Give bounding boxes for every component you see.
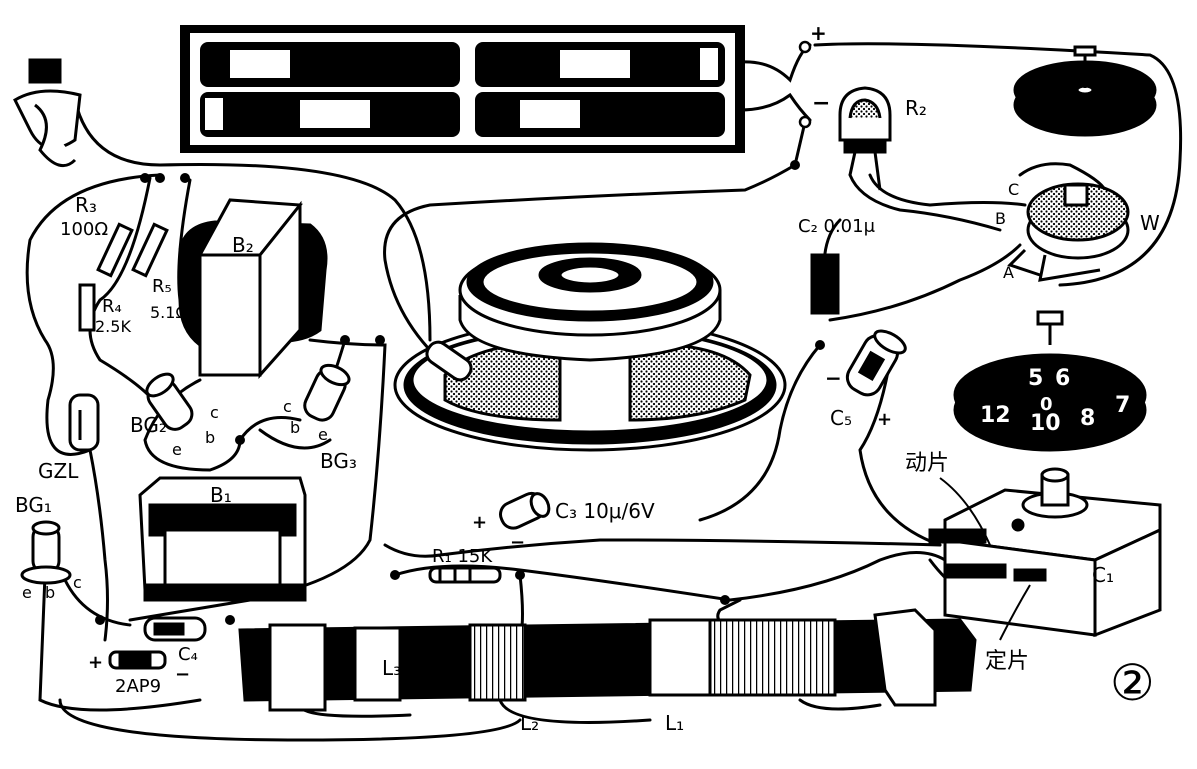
b2-label: B₂ <box>232 233 254 257</box>
transistor-bg3 <box>303 363 351 422</box>
capacitor-c5 <box>845 329 907 397</box>
battery-minus-label: − <box>812 91 830 116</box>
r4-value: 2.5K <box>95 317 131 336</box>
resistor-r3-r5-group <box>78 222 169 332</box>
diode-minus: − <box>175 664 190 685</box>
diode-label: 2AP9 <box>115 676 161 697</box>
l3-label: L₃ <box>382 656 401 680</box>
c3-minus: − <box>510 532 525 553</box>
r4-label: R₄ <box>102 296 122 317</box>
bg3-c: c <box>283 397 292 416</box>
c2-label: C₂ 0.01μ <box>798 216 876 237</box>
transformer-b1 <box>138 476 307 602</box>
bg1-e: e <box>22 583 32 602</box>
volume-knob <box>1013 45 1157 137</box>
r5-value: 5.1Ω <box>150 303 188 322</box>
c4-label: C₄ <box>178 644 198 665</box>
l1-label: L₁ <box>665 711 684 735</box>
resistor-r2 <box>838 86 892 191</box>
battery-plus-label: + <box>810 21 827 45</box>
diode-2ap9 <box>108 650 167 670</box>
dial-num-5: 5 <box>1028 366 1043 391</box>
r2-label: R₂ <box>905 96 927 120</box>
w-pin-b: B <box>995 209 1006 228</box>
r3-value: 100Ω <box>60 219 108 240</box>
bg2-c: c <box>210 403 219 422</box>
fixed-plate-label: 定片 <box>985 649 1029 674</box>
tuning-dial <box>953 310 1147 452</box>
bg3-label: BG₃ <box>320 449 357 473</box>
moving-plate-label: 动片 <box>905 451 949 476</box>
w-pin-a: A <box>1003 263 1014 282</box>
c3-label: C₃ 10μ/6V <box>555 499 655 523</box>
b1-label: B₁ <box>210 483 232 507</box>
r5-label: R₅ <box>152 276 172 297</box>
dial-num-0: 0 <box>1040 394 1053 415</box>
bg2-e: e <box>172 440 182 459</box>
bg3-b: b <box>290 418 300 437</box>
transistor-bg2 <box>145 372 194 431</box>
variable-capacitor-c1 <box>928 467 1162 638</box>
diode-plus: + <box>88 652 103 673</box>
dial-num-7: 7 <box>1115 393 1130 418</box>
gzl-label: GZL <box>38 459 79 483</box>
c5-plus: + <box>877 409 892 430</box>
c1-label: C₁ <box>1092 563 1114 587</box>
r1-label: R₁ 15K <box>432 546 493 567</box>
l2-label: L₂ <box>520 711 539 735</box>
transistor-bg1 <box>20 520 72 585</box>
battery-holder <box>180 25 812 153</box>
capacitor-c4 <box>143 616 207 642</box>
speaker <box>393 242 787 452</box>
fixed-plate-leader <box>999 584 1031 641</box>
c5-minus: − <box>825 366 842 390</box>
dial-num-8: 8 <box>1080 406 1095 431</box>
w-label: W <box>1140 211 1160 235</box>
ferrite-rod-antenna <box>238 608 977 712</box>
earphone-jack <box>13 58 82 168</box>
dial-num-6: 6 <box>1055 366 1070 391</box>
r3-label: R₃ <box>75 193 97 217</box>
w-pin-c: C <box>1008 180 1019 199</box>
dial-num-12: 12 <box>980 403 1011 428</box>
bg2-label: BG₂ <box>130 413 167 437</box>
capacitor-c2 <box>810 253 840 315</box>
bg3-e: e <box>318 425 328 444</box>
capacitor-c3 <box>499 491 551 530</box>
bg1-b: b <box>45 583 55 602</box>
potentiometer-w <box>1007 182 1130 282</box>
bg2-b: b <box>205 428 215 447</box>
bg1-c: c <box>73 573 82 592</box>
gzl-component <box>68 393 100 452</box>
figure-number: ② <box>1110 654 1155 712</box>
resistor-r1 <box>428 566 502 584</box>
c3-plus: + <box>472 512 487 533</box>
dial-num-10: 10 <box>1030 411 1061 436</box>
transformer-b2 <box>178 198 328 379</box>
junction-dots <box>95 160 825 625</box>
bg1-label: BG₁ <box>15 493 52 517</box>
moving-plate-leader <box>939 477 991 546</box>
speaker-capacitor <box>425 340 473 382</box>
c5-label: C₅ <box>830 406 852 430</box>
